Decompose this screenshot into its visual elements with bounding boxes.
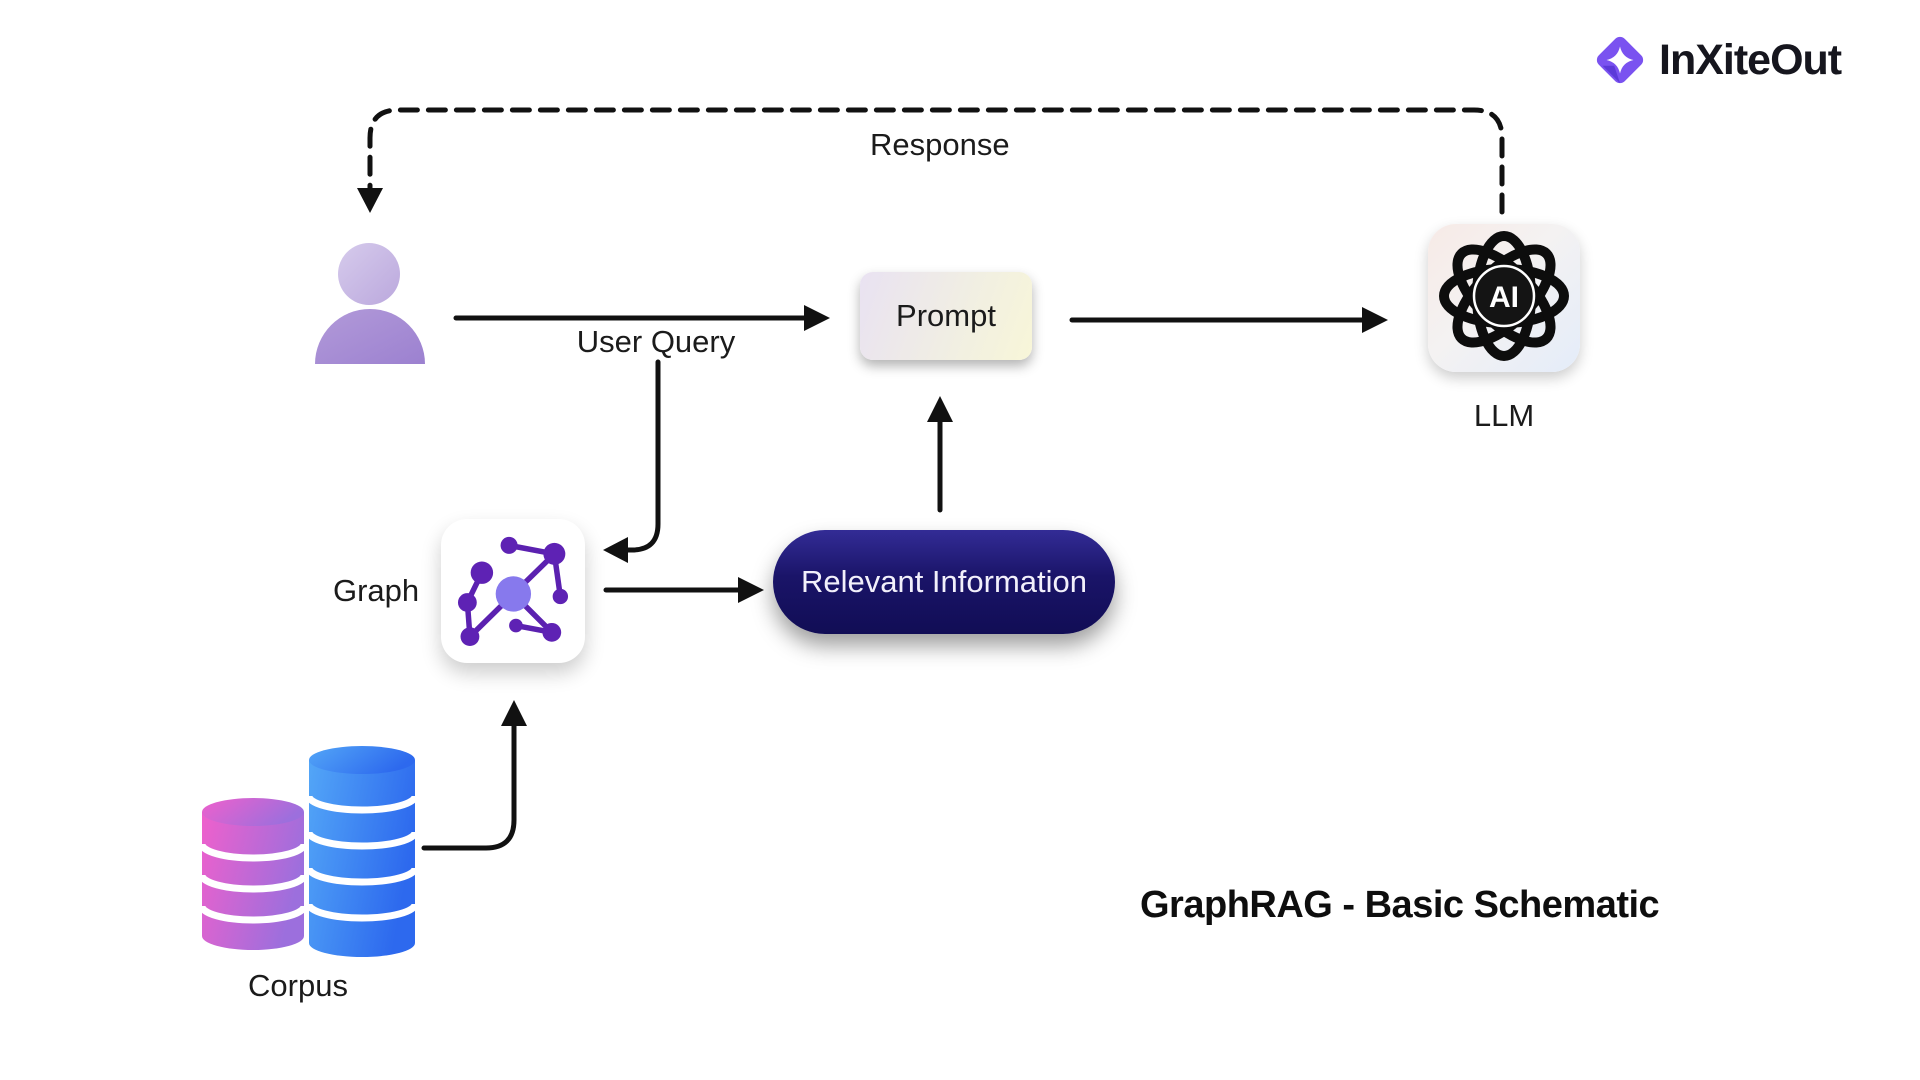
info-to-prompt-arrow bbox=[927, 396, 953, 513]
user-icon bbox=[312, 240, 430, 366]
corpus-to-graph-arrow bbox=[421, 700, 527, 851]
relevant-info-label: Relevant Information bbox=[800, 564, 1088, 599]
llm-label: LLM bbox=[1473, 398, 1535, 433]
graph-node bbox=[441, 519, 585, 663]
prompt-node: Prompt bbox=[860, 272, 1032, 360]
response-label: Response bbox=[870, 127, 1010, 162]
corpus-label: Corpus bbox=[248, 968, 348, 1003]
brand-logo: InXiteOut bbox=[1593, 30, 1842, 90]
brand-name: InXiteOut bbox=[1659, 35, 1842, 84]
corpus-pink-stack bbox=[198, 798, 308, 950]
diagram-title: GraphRAG - Basic Schematic bbox=[1140, 884, 1660, 926]
corpus-database-icon bbox=[196, 736, 436, 964]
prompt-label: Prompt bbox=[896, 298, 996, 333]
llm-node: AI bbox=[1428, 224, 1580, 372]
query-to-graph-arrow bbox=[603, 359, 661, 563]
user-query-label: User Query bbox=[576, 324, 736, 359]
corpus-blue-stack bbox=[305, 746, 419, 957]
graph-label: Graph bbox=[333, 573, 420, 608]
prompt-to-llm-arrow bbox=[1069, 307, 1388, 333]
relevant-info-node: Relevant Information bbox=[773, 530, 1115, 634]
brand-logo-icon bbox=[1593, 32, 1647, 88]
graph-to-info-arrow bbox=[603, 577, 764, 603]
graph-network-icon bbox=[457, 536, 569, 647]
ai-badge: AI bbox=[1489, 281, 1519, 314]
llm-atom-icon: AI bbox=[1439, 231, 1569, 361]
